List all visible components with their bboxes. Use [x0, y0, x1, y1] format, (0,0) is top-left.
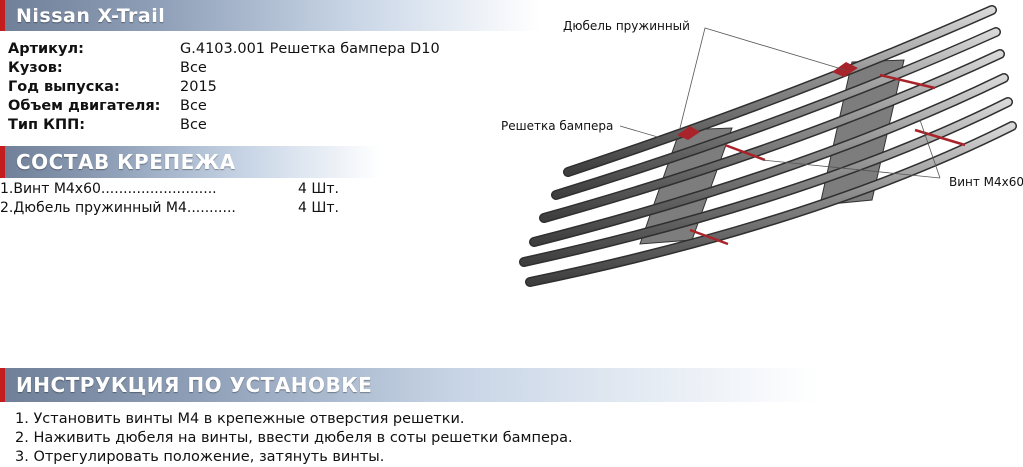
grille-tubes [519, 5, 1017, 287]
screw-m4x60 [914, 128, 966, 147]
kit-item-qty: 4 Шт. [298, 181, 339, 197]
spec-value: Все [180, 117, 207, 133]
product-title: Nissan X-Trail [16, 4, 166, 27]
kit-item-name: 1.Винт М4х60.......................... [0, 181, 217, 197]
callout-lines [619, 27, 941, 179]
screw-m4x60 [689, 228, 729, 246]
spec-label: Год выпуска: [8, 79, 120, 95]
spring-dowel [677, 126, 700, 140]
spec-value: Все [180, 98, 207, 114]
spec-value: 2015 [180, 79, 217, 95]
spec-label: Тип КПП: [8, 117, 86, 133]
screw-m4x60 [879, 73, 936, 90]
instructions-list: 1. Установить винты М4 в крепежные отвер… [15, 410, 573, 467]
spec-value: G.4103.001 Решетка бампера D10 [180, 41, 440, 57]
screw-m4x60 [724, 143, 766, 162]
spec-label: Кузов: [8, 60, 63, 76]
callout-screw: Винт М4х60 [949, 175, 1023, 189]
spec-label: Артикул: [8, 41, 84, 57]
kit-heading-banner: СОСТАВ КРЕПЕЖА [0, 146, 380, 178]
screws [689, 73, 966, 246]
kit-heading: СОСТАВ КРЕПЕЖА [16, 150, 236, 174]
spec-label: Объем двигателя: [8, 98, 161, 114]
callout-dowel: Дюбель пружинный [563, 19, 690, 33]
kit-item-name: 2.Дюбель пружинный М4........... [0, 200, 236, 216]
product-title-banner: Nissan X-Trail [0, 0, 540, 31]
grille-assembly-diagram: Дюбель пружинный Решетка бампера Винт М4… [501, 5, 1023, 287]
instructions-heading-banner: ИНСТРУКЦИЯ ПО УСТАНОВКЕ [0, 368, 1023, 402]
kit-item-qty: 4 Шт. [298, 200, 339, 216]
spec-value: Все [180, 60, 207, 76]
spring-dowel [832, 62, 858, 77]
list-item: 1. Установить винты М4 в крепежные отвер… [15, 411, 465, 427]
list-item: 2. Наживить дюбеля на винты, ввести дюбе… [15, 430, 573, 446]
callout-grille: Решетка бампера [501, 119, 613, 133]
instructions-heading: ИНСТРУКЦИЯ ПО УСТАНОВКЕ [16, 373, 373, 397]
list-item: 3. Отрегулировать положение, затянуть ви… [15, 449, 385, 465]
